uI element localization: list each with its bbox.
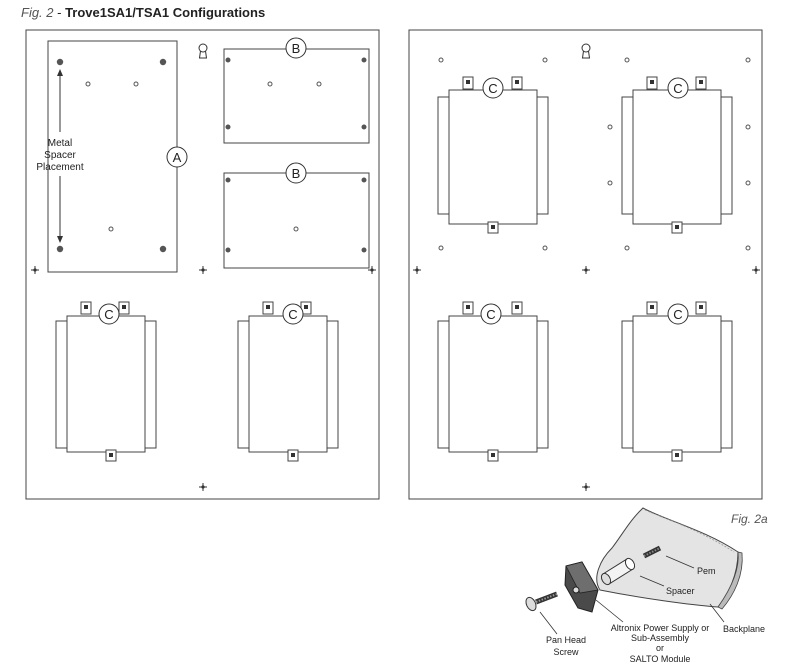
power-supply-block [564, 561, 599, 613]
callout-c: C [673, 81, 682, 96]
spacer-label-line-3: Placement [36, 162, 83, 173]
callout-c: C [486, 307, 495, 322]
power-supply-c-3: C [437, 76, 549, 234]
figure-number: Fig. 2 [21, 5, 54, 20]
pem-stud [642, 545, 662, 559]
caption-separator: - [53, 5, 66, 20]
figure-caption: Fig. 2 - Trove1SA1/TSA1 Configurations [21, 5, 265, 20]
label-pan-head-screw-1: Pan Head [546, 635, 586, 645]
label-pan-head-screw-2: Screw [553, 647, 579, 657]
label-power-supply-1: Altronix Power Supply or [611, 623, 710, 633]
label-power-supply-3: or [656, 643, 664, 653]
label-pem: Pem [697, 566, 716, 576]
mounting-holes [438, 57, 751, 251]
callout-c: C [104, 307, 113, 322]
assembly-detail: Pem Spacer Backplane Pan Head Screw Altr… [525, 507, 765, 664]
backplane-sheet [596, 507, 739, 608]
board-b-top: B [223, 37, 370, 144]
power-supply-c-5: C [437, 301, 549, 462]
figure-title: Trove1SA1/TSA1 Configurations [65, 5, 266, 20]
label-power-supply-4: SALTO Module [630, 654, 691, 664]
power-supply-c-6: C [621, 301, 733, 462]
left-backplane-panel: Metal Spacer Placement A B [25, 29, 380, 500]
pan-head-screw [525, 591, 558, 612]
label-backplane: Backplane [723, 624, 765, 634]
callout-c: C [488, 81, 497, 96]
callout-b-top: B [292, 41, 301, 56]
power-supply-c-2: C [237, 301, 339, 462]
callout-c: C [673, 307, 682, 322]
label-spacer: Spacer [666, 586, 695, 596]
callout-a: A [173, 150, 182, 165]
spacer-label-line-2: Spacer [44, 150, 76, 161]
callout-c: C [288, 307, 297, 322]
right-backplane-panel: C C C [408, 29, 763, 500]
power-supply-c-1: C [55, 301, 157, 462]
spacer-label-line-1: Metal [48, 138, 72, 149]
board-a: Metal Spacer Placement A [36, 40, 188, 273]
board-b-bottom: B [223, 162, 370, 269]
detail-figure-label: Fig. 2a [731, 512, 768, 526]
spacer-part [600, 557, 636, 586]
callout-b-bottom: B [292, 166, 301, 181]
label-power-supply-2: Sub-Assembly [631, 633, 690, 643]
power-supply-c-4: C [621, 76, 733, 234]
